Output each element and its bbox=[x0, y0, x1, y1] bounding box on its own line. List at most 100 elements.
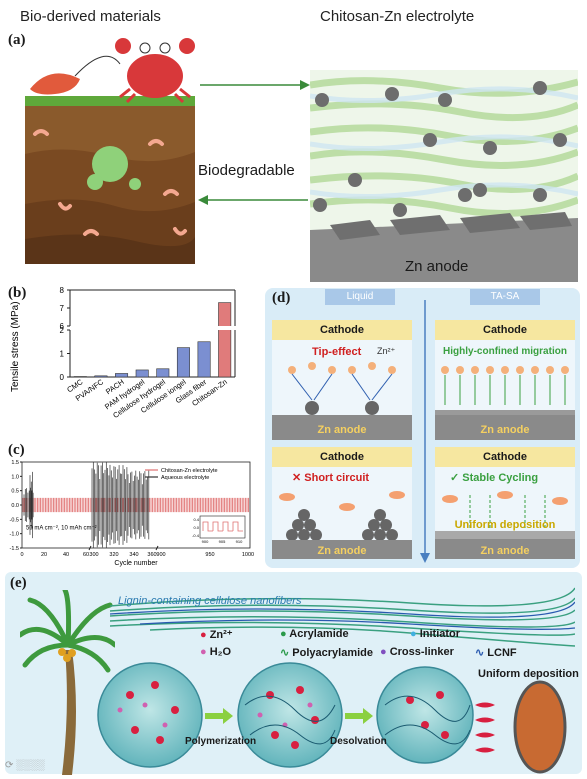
palm-tree-illustration bbox=[20, 590, 115, 775]
cell-tasa-bottom: Cathode ✓ Stable Cycling Uniform deposit… bbox=[435, 447, 575, 559]
inset-x-tick-label: 905 bbox=[219, 539, 226, 544]
check-icon: ✓ bbox=[450, 472, 463, 484]
inset-x-tick-label: 910 bbox=[236, 539, 243, 544]
shrimp bbox=[30, 55, 121, 95]
bar bbox=[135, 369, 149, 378]
stable-cycling-label: ✓ Stable Cycling bbox=[450, 472, 539, 484]
inset-y-tick-label: 0.0 bbox=[193, 525, 199, 530]
confined-illustration bbox=[435, 366, 575, 440]
inset-y-tick-label: 0.4 bbox=[193, 517, 199, 522]
x-tick-label: 320 bbox=[109, 552, 118, 558]
panel-e-label: (e) bbox=[10, 575, 27, 591]
bar bbox=[115, 373, 129, 378]
axis-break bbox=[88, 545, 92, 551]
y-tick-label: 8 bbox=[60, 286, 65, 295]
x-tick-label: 40 bbox=[63, 552, 69, 558]
blue-dot-icon: ● bbox=[410, 628, 420, 640]
y-tick-label: -1.5 bbox=[10, 546, 19, 552]
cross-icon: ✕ bbox=[292, 472, 305, 484]
tensile-stress-chart: Tensile stress (MPa) 012678CMCPVA/NFCPAC… bbox=[10, 286, 239, 420]
lcnf-fibers: Lignin-containing cellulose nanofibers bbox=[110, 587, 575, 647]
y-tick-label: 6 bbox=[60, 322, 65, 331]
legend-zn: ● Zn²⁺ bbox=[200, 629, 233, 641]
zn-anode-label: Zn anode bbox=[405, 258, 469, 275]
bar bbox=[218, 302, 232, 378]
legend-crosslinker: ● Cross-linker bbox=[380, 646, 454, 658]
x-tick-label: 900 bbox=[156, 552, 165, 558]
bar bbox=[176, 347, 190, 378]
panel-d-label: (d) bbox=[272, 290, 291, 306]
liquid-label: Liquid bbox=[346, 291, 374, 302]
legend-lcnf: ∿ LCNF bbox=[475, 647, 517, 659]
chitosan-illustration bbox=[310, 70, 578, 282]
tip-effect-label: Tip-effect bbox=[312, 346, 362, 358]
y-axis-label: Tensile stress (MPa) bbox=[10, 301, 21, 392]
cell-liquid-top: Cathode Tip-effect Zn²⁺ Zn anode bbox=[272, 320, 412, 440]
y-tick-label: 1 bbox=[60, 350, 65, 359]
y-tick-label: 7 bbox=[60, 304, 65, 313]
zn-anode-label: Zn anode bbox=[317, 424, 367, 436]
zn-ion-label: Zn²⁺ bbox=[377, 346, 396, 356]
tasa-header: TA-SA bbox=[470, 289, 540, 305]
x-tick-label: 20 bbox=[41, 552, 47, 558]
panel-a-label: (a) bbox=[8, 32, 26, 48]
panel-b-label: (b) bbox=[8, 285, 27, 301]
tasa-label: TA-SA bbox=[490, 291, 520, 302]
legend-initiator: ● Initiator bbox=[410, 628, 461, 640]
axis-break-gap bbox=[66, 326, 74, 330]
uniform-deposition-label: Uniform deposition bbox=[454, 519, 556, 531]
cathode-bar: Cathode bbox=[435, 447, 575, 467]
zn-anode-label: Zn anode bbox=[480, 424, 530, 436]
y-tick-label: 1.0 bbox=[11, 474, 19, 480]
x-tick-label: 0 bbox=[20, 552, 23, 558]
legend-label: Aqueous electrolyte bbox=[161, 475, 209, 481]
tip-effect-illustration bbox=[272, 362, 412, 440]
x-tick-label: 360 bbox=[147, 552, 156, 558]
y-tick-label: 0 bbox=[60, 373, 65, 382]
cathode-bar: Cathode bbox=[435, 320, 575, 340]
polymerization-label: Polymerization bbox=[185, 736, 257, 747]
bar bbox=[156, 368, 170, 378]
zn-anode-label: Zn anode bbox=[317, 545, 367, 557]
y-tick-label: -1.0 bbox=[10, 532, 19, 538]
cell-liquid-bottom: Cathode ✕ Short circuit Zn anode bbox=[272, 447, 412, 559]
lcnf-title: Lignin-containing cellulose nanofibers bbox=[118, 595, 302, 607]
zn-anode-label: Zn anode bbox=[480, 545, 530, 557]
x-axis-label: Cycle number bbox=[114, 560, 158, 567]
pink-dot-icon: ● bbox=[200, 646, 210, 658]
x-tick-label: 1000 bbox=[242, 552, 254, 558]
divider-arrow bbox=[420, 300, 430, 563]
purple-dot-icon: ● bbox=[380, 646, 390, 658]
x-tick-label: 60 bbox=[83, 552, 89, 558]
stable-illustration bbox=[435, 491, 575, 559]
wave-icon: ∿ bbox=[280, 647, 293, 659]
y-tick-label: 2 bbox=[60, 326, 65, 335]
biodegradable-label: Biodegradable bbox=[198, 162, 295, 179]
y-tick-label: -0.5 bbox=[10, 517, 19, 523]
line-icon: ∿ bbox=[475, 647, 488, 659]
arrow-right bbox=[200, 80, 310, 90]
legend-acrylamide: ● Acrylamide bbox=[280, 628, 349, 640]
y-tick-label: 0.0 bbox=[11, 503, 19, 509]
inset-x-tick-label: 900 bbox=[202, 539, 209, 544]
arrow-left bbox=[198, 195, 308, 205]
panel-a-left-title: Bio-derived materials bbox=[20, 8, 161, 25]
x-tick-label: 950 bbox=[205, 552, 214, 558]
inset-series bbox=[202, 521, 243, 532]
cathode-label: Cathode bbox=[320, 324, 364, 336]
soil-illustration bbox=[25, 38, 195, 264]
panel-a-right-title: Chitosan-Zn electrolyte bbox=[320, 8, 475, 25]
cell-tasa-top: Cathode Highly-confined migration Zn ano… bbox=[435, 320, 575, 440]
bar-break bbox=[217, 326, 232, 330]
uniform-deposition-title: Uniform deposition bbox=[478, 668, 579, 680]
legend-polyacrylamide: ∿ Polyacrylamide bbox=[280, 647, 373, 659]
cathode-bar: Cathode bbox=[272, 320, 412, 340]
liquid-header: Liquid bbox=[325, 289, 395, 305]
legend-label: Chitosan-Zn electrolyte bbox=[161, 468, 218, 474]
short-circuit-label: ✕ Short circuit bbox=[292, 472, 370, 484]
bar bbox=[94, 375, 108, 378]
zn-disk bbox=[513, 680, 567, 774]
watermark-logo: ⟳ ░░░░ bbox=[5, 760, 45, 771]
panel-c-label: (c) bbox=[8, 442, 25, 458]
